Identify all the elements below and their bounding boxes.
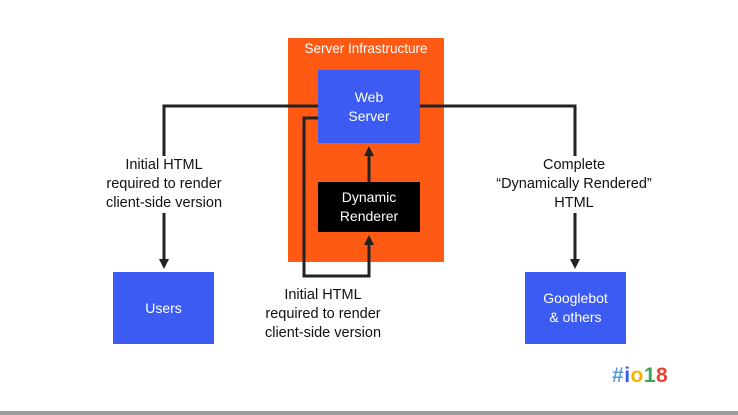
logo-char-8: 8 xyxy=(656,364,669,387)
label-initial-html-left: Initial HTML required to render client-s… xyxy=(86,156,242,213)
web-server-box: Web Server xyxy=(318,70,420,143)
logo-char-o: o xyxy=(630,364,644,387)
dynamic-renderer-box: Dynamic Renderer xyxy=(318,182,420,232)
logo-char-1: 1 xyxy=(643,364,657,387)
server-infrastructure-title: Server Infrastructure xyxy=(304,41,428,56)
users-box: Users xyxy=(113,272,214,344)
logo-char-hash: # xyxy=(612,364,625,387)
bottom-border xyxy=(0,411,738,415)
label-complete-html: Complete “Dynamically Rendered” HTML xyxy=(476,156,672,213)
logo-char-i: i xyxy=(624,364,631,387)
io18-logo: #io18 xyxy=(612,364,668,388)
wire-loop-to-renderer xyxy=(302,116,374,278)
label-initial-html-bottom: Initial HTML required to render client-s… xyxy=(264,287,382,341)
googlebot-box: Googlebot & others xyxy=(525,272,626,344)
